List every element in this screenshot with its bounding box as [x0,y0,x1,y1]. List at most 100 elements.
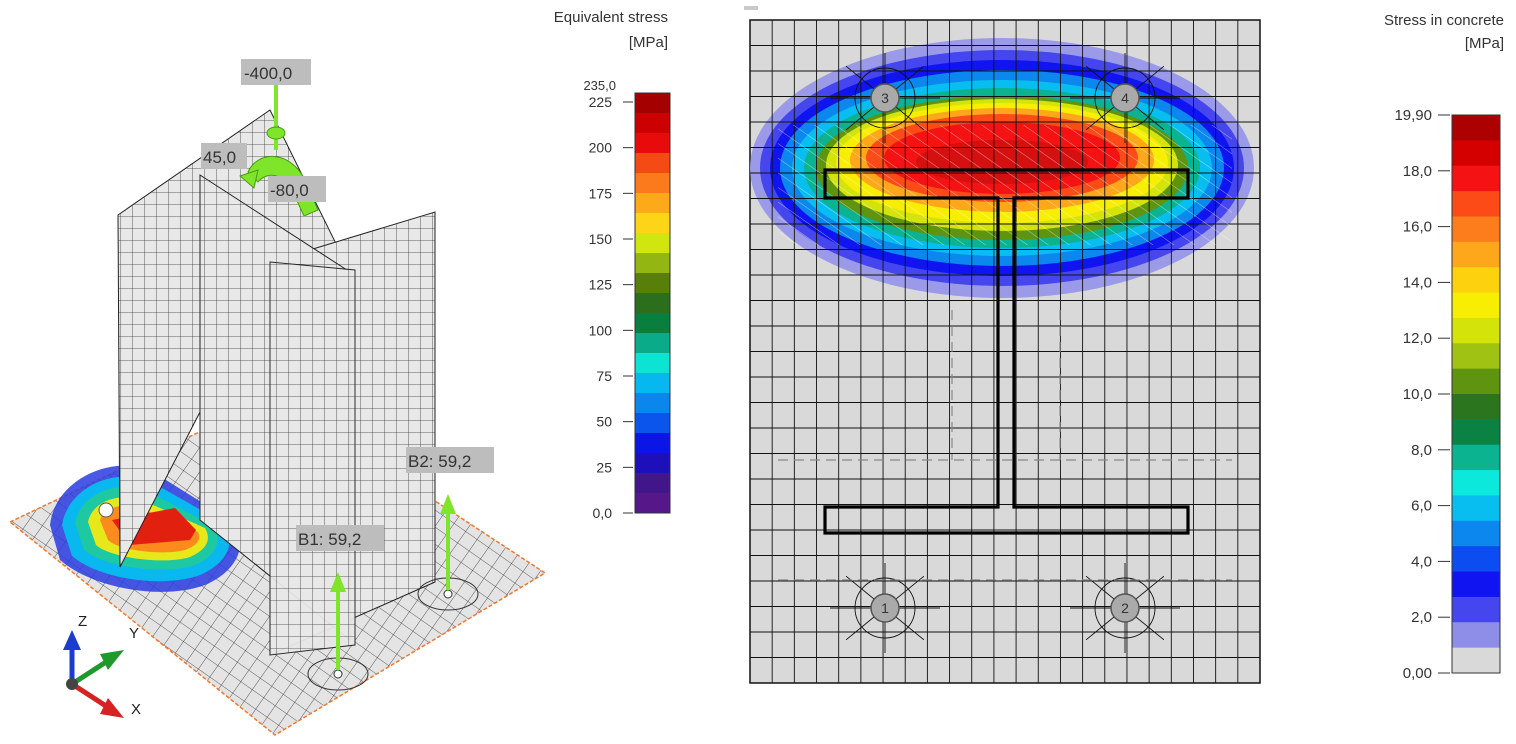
legend-steel-swatch [635,93,670,114]
bolt-4[interactable]: 4 [1110,83,1140,113]
axis-triad: Z Y X [63,613,141,718]
legend-steel-swatch [635,293,670,314]
legend-concrete-swatch [1452,419,1500,446]
label-axial-load: -400,0 [241,59,311,85]
svg-text:3: 3 [881,90,889,106]
svg-text:-80,0: -80,0 [270,181,309,200]
legend-steel-swatch [635,153,670,174]
legend-concrete-swatch [1452,546,1500,573]
svg-text:4: 4 [1121,90,1129,106]
legend-concrete-tick: 19,90 [1394,107,1432,124]
bolt-3[interactable]: 3 [870,83,900,113]
legend-concrete-stress: Stress in concrete [MPa] 19,90 18,0 16,0 14… [1300,0,1516,739]
legend-steel-swatch [635,113,670,134]
legend-concrete-swatch [1452,191,1500,217]
legend-concrete-title: Stress in concrete [1383,12,1504,29]
svg-text:1: 1 [881,600,889,616]
column-section-outline [823,168,1190,535]
legend-concrete-swatch [1452,216,1500,243]
bolt-1[interactable]: 1 [870,593,900,623]
svg-text:45,0: 45,0 [203,148,236,167]
label-moment-b: -80,0 [268,176,326,202]
axis-label-z: Z [78,613,87,630]
svg-text:2: 2 [1121,600,1129,616]
legend-concrete-swatch [1452,267,1500,294]
legend-steel-swatch [635,193,670,214]
legend-concrete-scale: 19,90 18,0 16,0 14,0 12,0 10,0 8,0 6,0 4,0 2,0 0,0… [1394,107,1501,682]
legend-concrete-tick: 14,0 [1403,274,1432,291]
legend-steel-swatch [635,133,670,154]
legend-concrete-swatch [1452,317,1500,344]
label-reaction-b1: B1: 59,2 [296,525,384,551]
legend-concrete-swatch [1452,165,1500,192]
legend-concrete-swatch [1452,343,1500,370]
label-reaction-b2: B2: 59,2 [406,447,494,473]
svg-text:B2: 59,2: B2: 59,2 [408,452,471,471]
svg-text:-400,0: -400,0 [244,64,292,83]
base-plate-hatch [778,125,1232,245]
legend-steel-tick: 0,0 [593,505,613,521]
legend-steel-tick: 100 [589,322,613,338]
legend-concrete-tick: 8,0 [1411,442,1432,459]
concrete-stress-view[interactable]: 3 4 1 2 [740,0,1280,739]
legend-steel-swatch [635,173,670,194]
legend-concrete-swatch [1452,241,1500,268]
legend-concrete-swatch [1452,394,1500,420]
legend-steel-tick: 125 [589,277,613,293]
legend-concrete-tick: 6,0 [1411,498,1432,515]
legend-steel-tick: 25 [596,459,612,475]
legend-concrete-swatch [1452,444,1500,471]
legend-steel-swatch [635,253,670,274]
reaction-arrow-b1[interactable] [330,572,346,670]
legend-concrete-swatch [1452,495,1500,522]
legend-concrete-tick: 18,0 [1403,163,1432,180]
legend-concrete-swatch [1452,647,1500,674]
legend-steel-swatch [635,333,670,354]
svg-text:B1: 59,2: B1: 59,2 [298,530,361,549]
legend-steel-max-label: 235,0 [583,78,616,93]
legend-concrete-swatch [1452,470,1500,496]
legend-steel-tick: 75 [596,368,612,384]
legend-steel-swatch [635,373,670,394]
legend-steel-tick: 175 [589,185,613,201]
legend-concrete-tick: 0,00 [1403,665,1432,682]
legend-steel-tick: 200 [589,140,613,156]
legend-concrete-tick: 16,0 [1403,219,1432,236]
anchor-rings [307,577,479,691]
column-web-edge [269,261,356,656]
legend-steel-tick: 225 [589,94,613,110]
legend-steel-swatch [635,413,670,434]
axis-label-y: Y [129,625,139,642]
legend-concrete-swatch [1452,571,1500,598]
legend-concrete-swatch [1452,622,1500,649]
legend-steel-unit: [MPa] [628,34,668,51]
legend-concrete-swatch [1452,115,1500,141]
legend-steel-swatch [635,393,670,414]
legend-steel-swatch [635,213,670,234]
legend-steel-swatch [635,233,670,254]
legend-concrete-tick: 4,0 [1411,553,1432,570]
legend-concrete-tick: 10,0 [1403,386,1432,403]
legend-concrete-tick: 2,0 [1411,609,1432,626]
dashed-outlines [778,310,1232,581]
legend-concrete-tick: 12,0 [1403,330,1432,347]
legend-concrete-swatch [1452,596,1500,623]
view-handle[interactable] [744,6,758,10]
axis-label-x: X [131,701,141,718]
legend-concrete-swatch [1452,292,1500,319]
reaction-arrow-b2[interactable] [440,494,456,590]
legend-steel-swatch [635,493,670,514]
legend-steel-swatch [635,353,670,374]
legend-steel-swatch [635,453,670,474]
axial-load-arrow[interactable] [266,85,286,150]
legend-steel-swatch [635,273,670,294]
legend-steel-swatch [635,433,670,454]
legend-steel-tick: 150 [589,231,613,247]
model-3d-view[interactable]: -400,0 45,0 -80,0 B1: 59,2 B2: 59,2 Z [0,0,560,739]
legend-steel-title: Equivalent stress [553,9,668,26]
legend-concrete-swatch [1452,140,1500,167]
bolt-2[interactable]: 2 [1110,593,1140,623]
legend-concrete-unit: [MPa] [1464,35,1504,52]
